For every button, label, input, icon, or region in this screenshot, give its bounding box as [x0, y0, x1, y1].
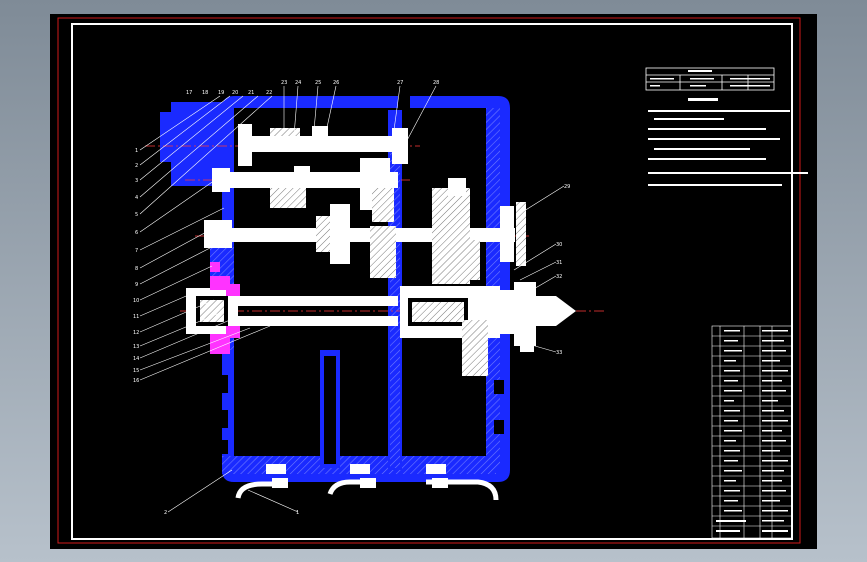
label-28: 28 [433, 80, 439, 86]
label-4: 4 [135, 195, 138, 201]
technical-requirements-notes [648, 98, 808, 186]
label-21: 21 [248, 90, 254, 96]
label-24: 24 [295, 80, 301, 86]
balloon-labels-top: 20 21 22 23 24 25 26 27 28 [232, 80, 439, 96]
label-18: 18 [202, 90, 208, 96]
label-10: 10 [133, 298, 139, 304]
balloon-labels-left: 1 2 3 4 5 6 7 8 9 10 11 12 13 14 15 16 1… [133, 90, 224, 384]
label-23: 23 [281, 80, 287, 86]
label-32: 32 [556, 274, 562, 280]
label-29: 29 [564, 184, 570, 190]
shaft-2 [212, 158, 398, 222]
label-31: 31 [556, 260, 562, 266]
label-26: 26 [333, 80, 339, 86]
technical-parameters-table [645, 67, 775, 91]
label-1: 1 [135, 148, 138, 154]
parts-list-table [711, 325, 793, 539]
label-bottom-2: 2 [164, 510, 167, 516]
label-8: 8 [135, 266, 138, 272]
label-33: 33 [556, 350, 562, 356]
shaft-4-output [186, 282, 576, 376]
label-6: 6 [135, 230, 138, 236]
label-15: 15 [133, 368, 139, 374]
label-bottom-1: 1 [296, 510, 299, 516]
label-13: 13 [133, 344, 139, 350]
balloon-labels-bottom: 2 1 [164, 510, 299, 516]
shaft-1 [238, 124, 408, 166]
label-22: 22 [266, 90, 272, 96]
label-30: 30 [556, 242, 562, 248]
balloon-labels-right: 29 30 31 32 33 [556, 184, 570, 356]
shaft-3 [204, 178, 526, 284]
label-19: 19 [218, 90, 224, 96]
outer-frame [57, 17, 801, 544]
leader-lines-left [139, 95, 299, 513]
inner-frame [71, 23, 793, 540]
label-16: 16 [133, 378, 139, 384]
label-27: 27 [397, 80, 403, 86]
label-14: 14 [133, 356, 139, 362]
label-17: 17 [186, 90, 192, 96]
label-20: 20 [232, 90, 238, 96]
label-3: 3 [135, 178, 138, 184]
label-7: 7 [135, 248, 138, 254]
leader-lines-right [513, 185, 565, 353]
leader-lines-top [283, 85, 437, 147]
mounting-feet [235, 479, 499, 501]
label-9: 9 [135, 282, 138, 288]
label-5: 5 [135, 212, 138, 218]
label-11: 11 [133, 314, 139, 320]
label-12: 12 [133, 330, 139, 336]
label-2: 2 [135, 163, 138, 169]
label-25: 25 [315, 80, 321, 86]
